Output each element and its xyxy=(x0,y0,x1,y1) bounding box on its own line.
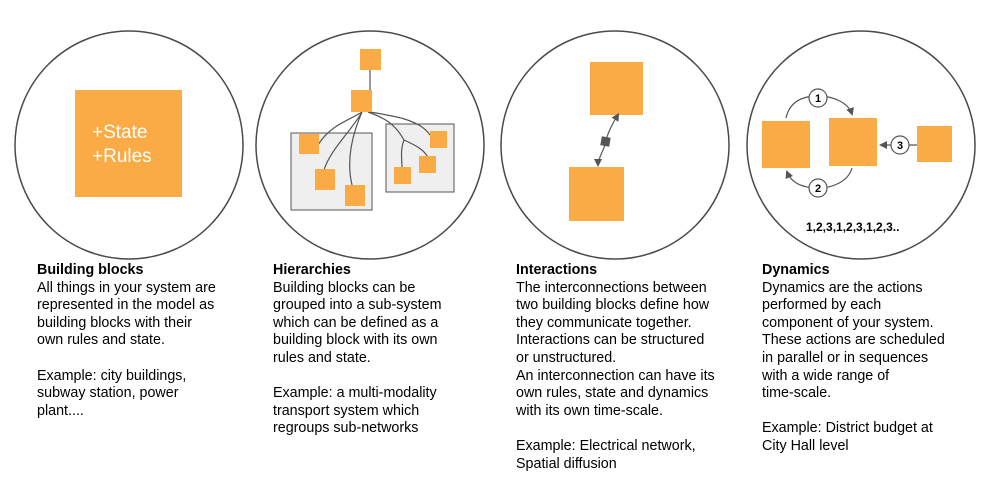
dynamics-description: Dynamics Dynamics are the actions perfor… xyxy=(762,262,998,456)
description-line: Interactions can be structured xyxy=(516,332,705,349)
description-line: component of your system. xyxy=(762,314,934,331)
example-line: plant.... xyxy=(37,402,84,419)
example-line: Spatial diffusion xyxy=(516,455,617,472)
description-line: they communicate together. xyxy=(516,314,692,331)
hierarchies-description: Hierarchies Building blocks can be group… xyxy=(273,262,509,438)
hierarchies-title: Hierarchies xyxy=(273,262,351,278)
rules-label: +Rules xyxy=(92,146,152,167)
step-1-badge xyxy=(808,88,828,108)
description-line: Building blocks can be xyxy=(273,279,416,296)
example-line: transport system which xyxy=(273,402,420,419)
step-3-badge xyxy=(890,135,910,155)
description-line: represented in the model as xyxy=(37,297,215,314)
step-1-label: 1 xyxy=(815,93,821,105)
step-2-label: 2 xyxy=(815,183,821,195)
description-line: own rules, state and dynamics xyxy=(516,385,709,402)
concept-diagram: +State +Rules xyxy=(14,30,976,260)
description-line: which can be defined as a xyxy=(273,314,439,331)
interactions-panel xyxy=(500,30,730,260)
dynamics-block-right xyxy=(917,126,952,162)
child-block-5 xyxy=(394,167,411,184)
description-line: or unstructured. xyxy=(516,349,617,366)
parent-block xyxy=(351,90,372,112)
step-2-badge xyxy=(808,178,828,198)
block-bottom xyxy=(569,167,624,221)
child-block-1 xyxy=(299,134,319,154)
child-block-6 xyxy=(419,156,436,173)
description-line: own rules and state. xyxy=(37,332,165,349)
example-line: regroups sub-networks xyxy=(273,420,419,437)
description-line: An interconnection can have its xyxy=(516,367,715,384)
dynamics-panel: 1 2 3 1,2,3,1,2,3,1,2,3.. xyxy=(746,30,976,260)
description-line: building block with its own xyxy=(273,332,438,349)
description-line: in parallel or in sequences xyxy=(762,349,929,366)
interconnection-node xyxy=(600,136,611,147)
dynamics-block-middle xyxy=(829,118,877,166)
interactions-title: Interactions xyxy=(516,262,598,278)
description-line: two building blocks define how xyxy=(516,297,710,314)
description-line: grouped into a sub-system xyxy=(273,297,442,314)
building-blocks-title: Building blocks xyxy=(37,262,144,278)
example-line: Example: a multi-modality xyxy=(273,385,437,402)
paragraph-gap xyxy=(762,403,998,421)
hierarchy-connectors xyxy=(317,70,431,186)
paragraph-gap xyxy=(37,350,273,368)
description-line: These actions are scheduled xyxy=(762,332,945,349)
example-line: Example: District budget at xyxy=(762,420,933,437)
description-line: The interconnections between xyxy=(516,279,707,296)
block-top xyxy=(590,62,643,115)
example-line: City Hall level xyxy=(762,437,849,454)
description-line: Dynamics are the actions xyxy=(762,279,923,296)
example-line: Example: Electrical network, xyxy=(516,437,696,454)
step-3-label: 3 xyxy=(897,140,903,152)
description-line: All things in your system are xyxy=(37,279,216,296)
paragraph-gap xyxy=(273,368,509,386)
description-line: rules and state. xyxy=(273,349,371,366)
child-block-4 xyxy=(430,131,447,148)
interactions-description: Interactions The interconnections betwee… xyxy=(516,262,752,473)
example-line: subway station, power xyxy=(37,385,179,402)
dynamics-block-left xyxy=(762,121,810,168)
example-line: Example: city buildings, xyxy=(37,367,187,384)
state-label: +State xyxy=(92,122,147,143)
description-line: building blocks with their xyxy=(37,314,192,331)
description-line: time-scale. xyxy=(762,385,832,402)
description-line: performed by each xyxy=(762,297,882,314)
paragraph-gap xyxy=(516,420,752,438)
description-line: with a wide range of xyxy=(762,367,890,384)
child-block-2 xyxy=(315,169,335,190)
sequence-label: 1,2,3,1,2,3,1,2,3.. xyxy=(806,220,899,234)
description-line: with its own time-scale. xyxy=(516,402,663,419)
child-block-3 xyxy=(345,185,365,206)
dynamics-title: Dynamics xyxy=(762,262,830,278)
top-block xyxy=(360,49,381,70)
hierarchies-panel xyxy=(255,30,485,260)
building-blocks-description: Building blocks All things in your syste… xyxy=(37,262,273,420)
building-block xyxy=(75,90,182,197)
building-blocks-panel: +State +Rules xyxy=(14,30,244,260)
